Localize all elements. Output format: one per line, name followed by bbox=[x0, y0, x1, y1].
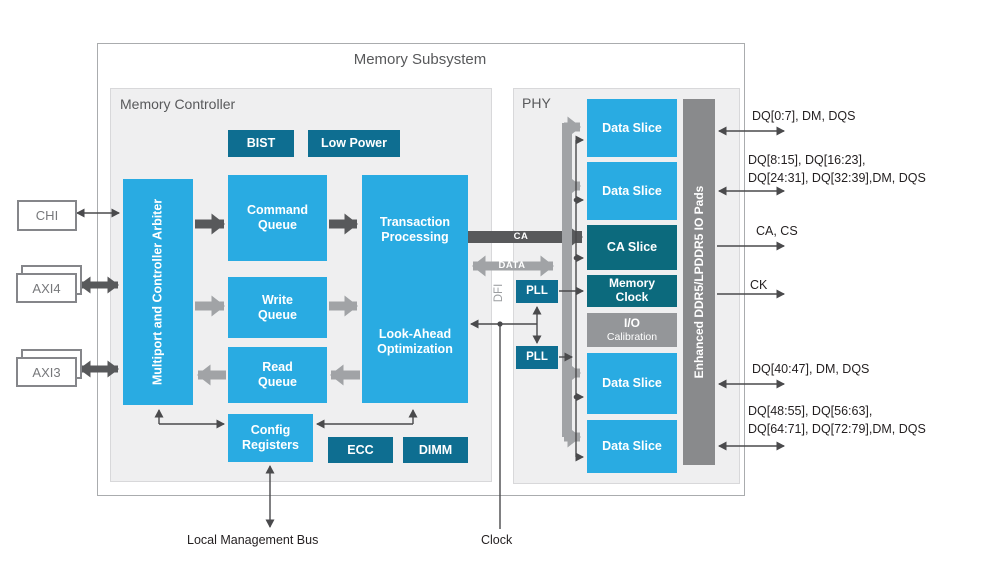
ctl-junction-dot-1 bbox=[573, 197, 579, 203]
ctl-junction-dot-3 bbox=[573, 394, 579, 400]
memory-controller-title: Memory Controller bbox=[120, 96, 236, 112]
clock-junction-dot bbox=[497, 321, 503, 327]
memory-subsystem-title: Memory Subsystem bbox=[353, 51, 487, 68]
ctl-junction-dot-2 bbox=[573, 255, 579, 261]
phy-title: PHY bbox=[522, 95, 551, 111]
